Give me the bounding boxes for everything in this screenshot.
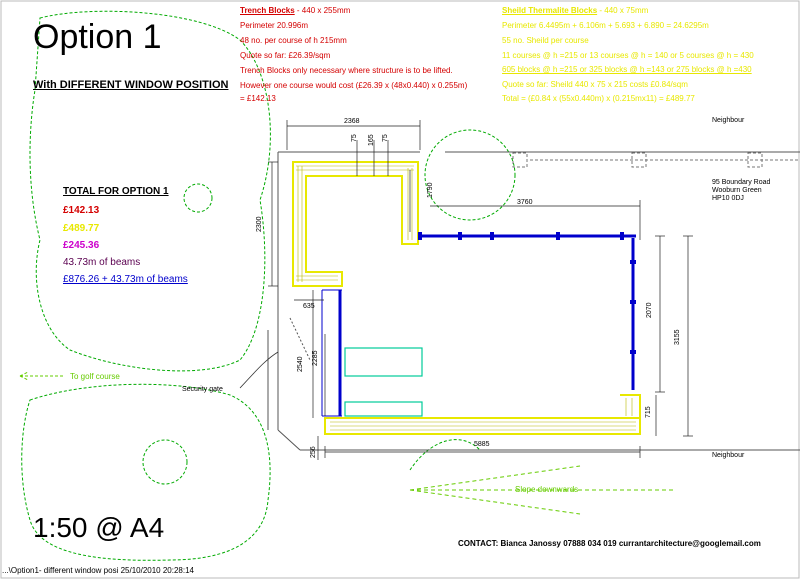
slope-label: Slope downwards — [515, 485, 579, 494]
golf-course-label: To golf course — [70, 372, 120, 381]
dimension-lines — [268, 120, 693, 460]
neighbour-top-label: Neighbour — [712, 117, 745, 124]
shield-heading-bold: Sheild Thermalite Blocks — [502, 6, 598, 15]
total-magenta: £245.36 — [63, 240, 100, 251]
dim-3760: 3760 — [517, 199, 533, 206]
internal-units — [344, 347, 423, 417]
trench-heading-rest: - 440 x 255mm — [294, 6, 351, 15]
scale-label: 1:50 @ A4 — [33, 512, 165, 543]
address-block: 95 Boundary Road Wooburn Green HP10 0DJ — [712, 179, 770, 203]
dim-2285: 2285 — [312, 350, 319, 366]
page-title: Option 1 — [33, 18, 162, 56]
tree-trunk-2 — [142, 439, 188, 485]
tree-canopy-left — [29, 10, 271, 372]
tree-trunk-1 — [183, 183, 213, 213]
shield-block-hatching — [296, 165, 636, 431]
dim-635: 635 — [303, 303, 315, 310]
total-shield: £489.77 — [63, 223, 100, 234]
shield-line-4: 605 blocks @ h =215 or 325 blocks @ h =1… — [502, 65, 752, 74]
shield-heading-rest: - 440 x 75mm — [597, 6, 649, 15]
trench-line-4: Trench Blocks only necessary where struc… — [240, 66, 453, 75]
trench-line-3: Quote so far: £26.39/sqm — [240, 51, 331, 60]
dim-5885: 5885 — [474, 441, 490, 448]
dim-256: 256 — [310, 446, 317, 458]
total-trench: £142.13 — [63, 205, 100, 216]
dim-2540: 2540 — [297, 356, 304, 372]
totals-heading: TOTAL FOR OPTION 1 — [63, 186, 169, 197]
shield-line-6: Total = (£0.84 x (55x0.440m) x (0.215mx1… — [502, 94, 695, 103]
dim-2300: 2300 — [256, 216, 263, 232]
trench-line-2: 48 no. per course of h 215mm — [240, 36, 347, 45]
dim-2368: 2368 — [344, 118, 360, 125]
trench-heading-bold: Trench Blocks — [240, 6, 295, 15]
total-beams: 43.73m of beams — [63, 257, 141, 268]
shield-line-3: 11 courses @ h =215 or 13 courses @ h = … — [502, 51, 754, 60]
address-line-3: HP10 0DJ — [712, 195, 744, 202]
shield-line-5: Quote so far: Sheild 440 x 75 x 215 cost… — [502, 80, 688, 89]
trench-heading: Trench Blocks - 440 x 255mm — [240, 6, 350, 15]
dim-3155: 3155 — [674, 329, 681, 345]
page-subtitle: With DIFFERENT WINDOW POSITION — [33, 79, 229, 91]
trench-line-5: However one course would cost (£26.39 x … — [240, 81, 468, 90]
tree-circle-large — [424, 129, 516, 221]
vegetation-outlines — [21, 10, 516, 561]
file-footer: ...\Option1- different window posi 25/10… — [2, 566, 194, 575]
slope-arrow — [409, 465, 675, 515]
dim-75b: 75 — [382, 134, 389, 142]
dim-2070: 2070 — [646, 302, 653, 318]
hedge-right — [409, 439, 481, 471]
golf-arrow — [19, 371, 65, 381]
total-grand: £876.26 + 43.73m of beams — [63, 274, 188, 285]
security-gate-label: Security gate — [182, 386, 223, 393]
wall-markers — [418, 232, 636, 354]
shield-heading: Sheild Thermalite Blocks - 440 x 75mm — [502, 6, 648, 15]
trench-line-1: Perimeter 20.996m — [240, 21, 309, 30]
address-line-2: Wooburn Green — [712, 187, 762, 194]
contact-info: CONTACT: Bianca Janossy 07888 034 019 cu… — [458, 539, 761, 548]
trench-line-6: = £142.13 — [240, 94, 276, 103]
shield-line-2: 55 no. Sheild per course — [502, 36, 589, 45]
shield-block-walls — [292, 161, 641, 435]
address-line-1: 95 Boundary Road — [712, 179, 771, 186]
dim-715: 715 — [645, 406, 652, 418]
neighbour-fence — [512, 152, 800, 168]
tree-canopy-lower — [21, 383, 271, 561]
dim-1790: 1790 — [427, 182, 434, 198]
shield-line-1: Perimeter 6.4495m + 6.106m + 5.693 + 6.8… — [502, 21, 709, 30]
dim-165: 165 — [368, 134, 375, 146]
security-gate-swing — [239, 351, 279, 389]
neighbour-bottom-label: Neighbour — [712, 452, 745, 459]
dim-75a: 75 — [351, 134, 358, 142]
structure-walls-blue — [321, 234, 636, 417]
site-boundary — [267, 151, 800, 451]
